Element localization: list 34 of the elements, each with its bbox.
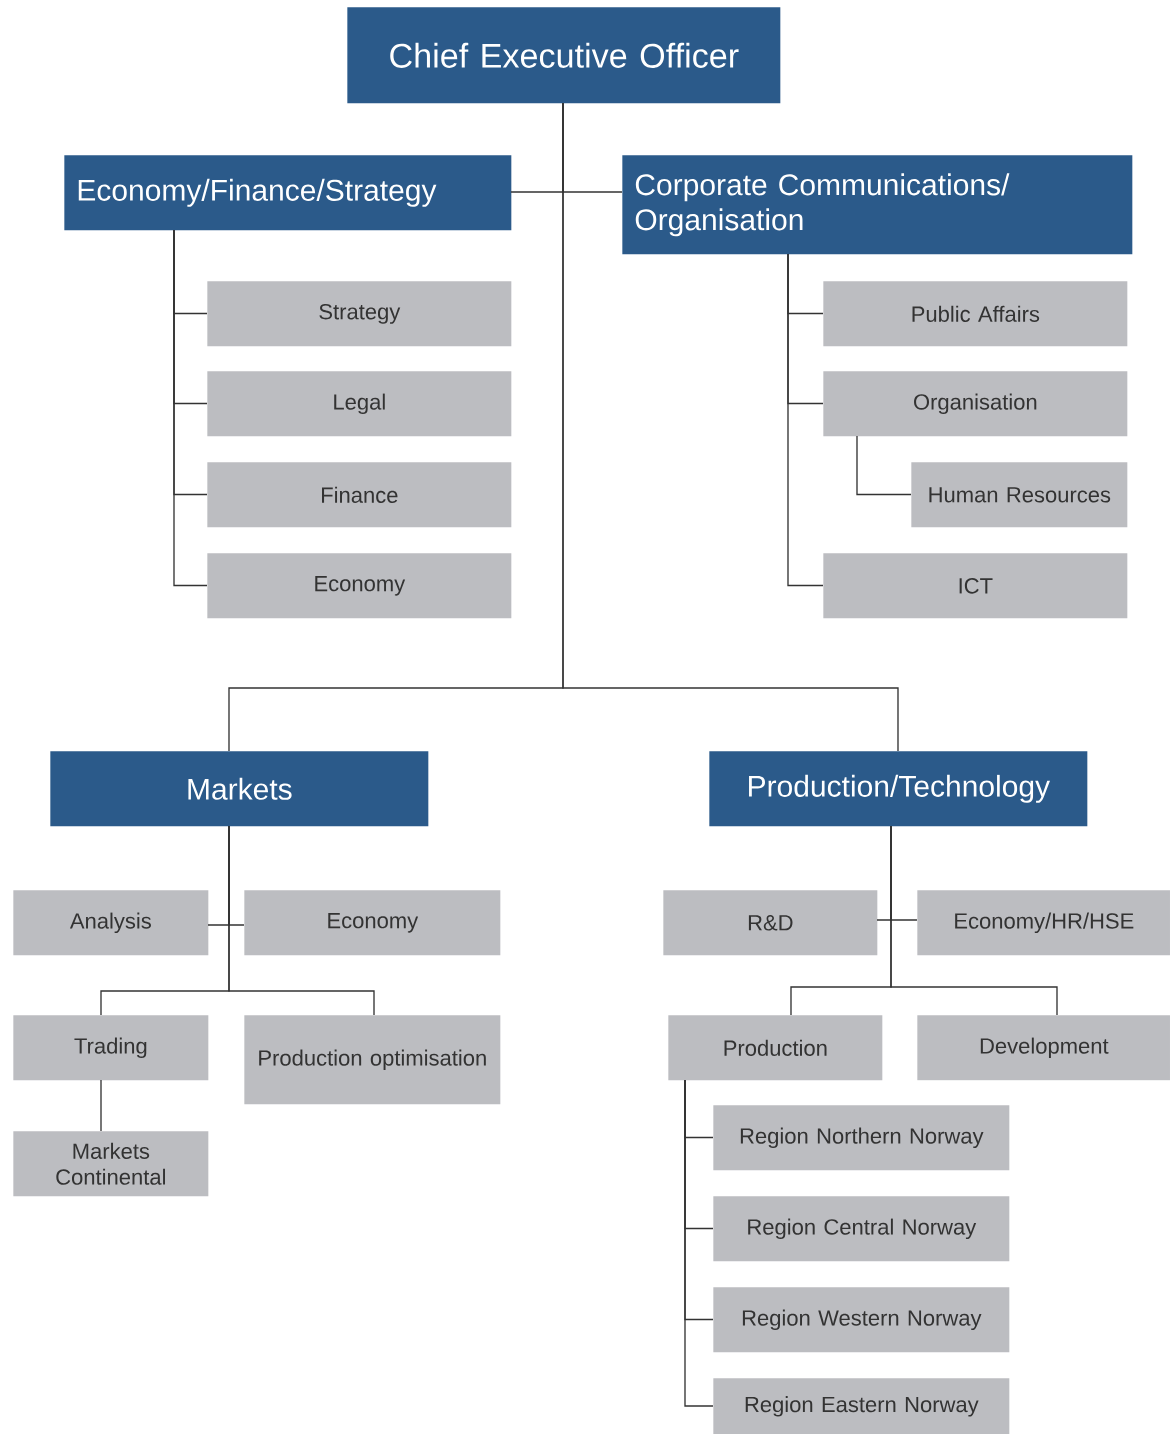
unit-box: Finance — [207, 462, 512, 528]
connector-line — [787, 253, 824, 587]
unit-box: Development — [917, 1015, 1170, 1081]
unit-box: Public Affairs — [823, 281, 1128, 347]
unit-box: Production optimisation — [244, 1015, 501, 1105]
connector-line — [684, 1079, 714, 1407]
unit-box: Markets Continental — [13, 1131, 209, 1197]
unit-box: Region Northern Norway — [713, 1105, 1010, 1171]
unit-box: Economy — [207, 553, 512, 619]
department-box: Production/Technology — [709, 751, 1088, 827]
unit-box: Production — [668, 1015, 883, 1081]
department-box: Economy/Finance/Strategy — [64, 155, 512, 231]
title-box: Chief Executive Officer — [347, 7, 781, 104]
unit-box: Organisation — [823, 371, 1128, 437]
unit-box: Economy/HR/HSE — [917, 890, 1170, 956]
unit-box: Strategy — [207, 281, 512, 347]
connector-line — [562, 102, 899, 752]
connector-line — [173, 229, 208, 587]
unit-box: Region Western Norway — [713, 1287, 1010, 1353]
department-box: Markets — [50, 751, 429, 827]
unit-box: Analysis — [13, 890, 209, 956]
unit-box: R&D — [663, 890, 878, 956]
connector-line — [100, 1079, 102, 1132]
unit-box: Human Resources — [911, 462, 1128, 528]
unit-box: ICT — [823, 553, 1128, 619]
unit-box: Region Central Norway — [713, 1196, 1010, 1262]
unit-box: Economy — [244, 890, 501, 956]
connector-line — [890, 825, 1058, 1016]
unit-box: Legal — [207, 371, 512, 437]
unit-box: Region Eastern Norway — [713, 1378, 1010, 1434]
connector-line — [228, 825, 375, 1016]
connector-line — [856, 435, 912, 496]
department-box: Corporate Communications/ Organisation — [622, 155, 1133, 255]
unit-box: Trading — [13, 1015, 209, 1081]
